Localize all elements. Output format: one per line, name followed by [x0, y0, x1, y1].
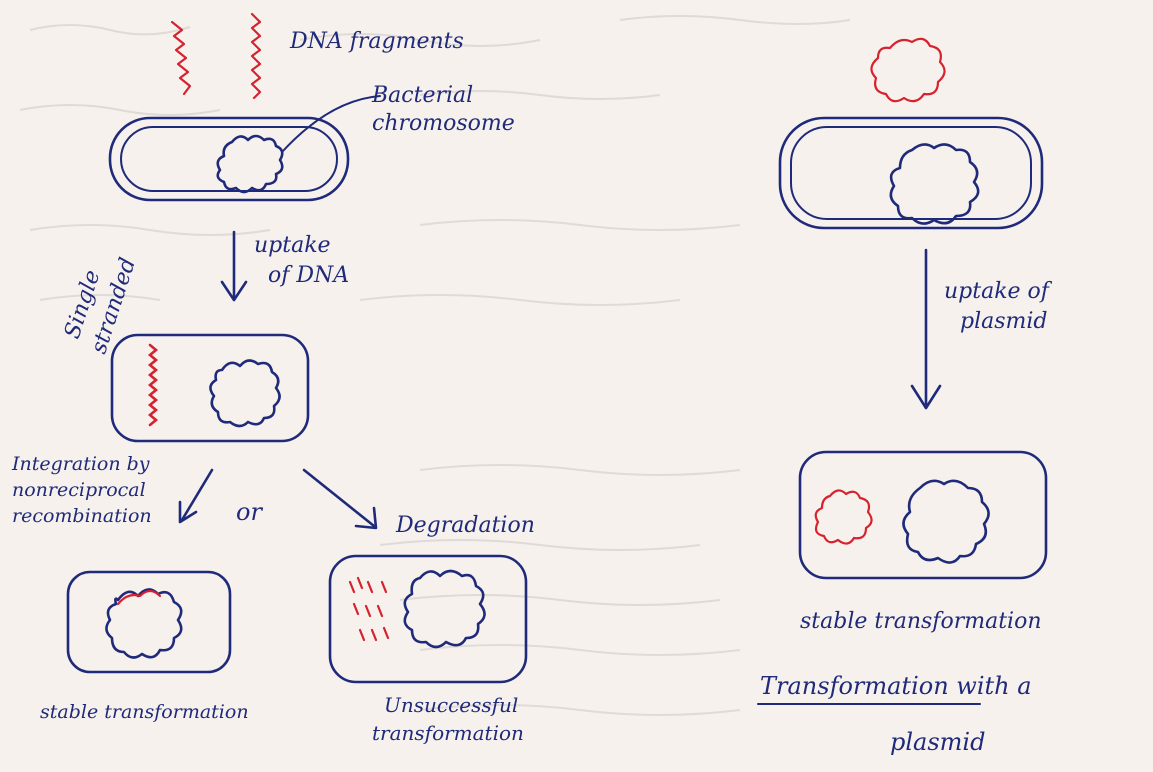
bacterium-cell-4 [330, 556, 526, 682]
plasmid-inside-icon [816, 490, 872, 543]
title-line1: Transformation with a [760, 672, 1032, 700]
uptake-of-dna-label: uptake of DNA [254, 233, 349, 288]
uptake-of-plasmid-line1: uptake of [944, 279, 1053, 304]
stable-transformation-left-label: stable transformation [40, 701, 249, 723]
uptake-of-plasmid-label: uptake of plasmid [944, 279, 1056, 334]
uptake-of-plasmid-arrow [912, 250, 940, 408]
uptake-of-dna-label-line1: uptake [254, 233, 331, 258]
dna-fragments-icon [172, 14, 260, 98]
integration-line3: recombination [12, 505, 152, 527]
degradation-arrow [304, 470, 376, 528]
chromosome-6-icon [903, 481, 988, 563]
bacterial-chromosome-label-line2: chromosome [372, 111, 515, 136]
single-stranded-label: Single stranded [58, 246, 141, 357]
bacterium-cell-2 [112, 335, 308, 441]
unsuccessful-line1: Unsuccessful [384, 693, 518, 717]
integration-line2: nonreciprocal [12, 479, 146, 501]
uptake-of-plasmid-line2: plasmid [960, 309, 1048, 334]
bacterium-cell-6 [800, 452, 1046, 578]
or-label: or [236, 498, 263, 526]
bacterium-cell-5 [780, 118, 1042, 228]
integration-label: Integration by nonreciprocal recombinati… [11, 453, 156, 527]
bacterium-cell-1 [110, 96, 380, 200]
plasmid-icon [871, 39, 944, 101]
dna-fragments-label: DNA fragments [289, 29, 464, 54]
unsuccessful-line2: transformation [372, 721, 524, 745]
unsuccessful-transformation-label: Unsuccessful transformation [372, 693, 525, 745]
single-strand-dna-icon [150, 345, 156, 425]
title-line2: plasmid [890, 728, 985, 756]
uptake-of-dna-label-line2: of DNA [268, 263, 349, 288]
degradation-label: Degradation [395, 513, 535, 538]
bacterium-cell-3 [68, 572, 230, 672]
bacterial-chromosome-label-line1: Bacterial [371, 83, 473, 108]
chromosome-5-icon [891, 144, 978, 223]
chromosome-3-icon [106, 589, 181, 657]
integration-arrow [180, 470, 212, 522]
integration-line1: Integration by [11, 453, 150, 475]
uptake-of-dna-arrow [222, 232, 246, 300]
bacterial-chromosome-icon [218, 136, 283, 192]
stable-transformation-right-label: stable transformation [800, 609, 1041, 634]
chromosome-2-icon [210, 360, 279, 426]
chromosome-4-icon [405, 571, 485, 647]
degraded-dna-icon [350, 578, 388, 640]
